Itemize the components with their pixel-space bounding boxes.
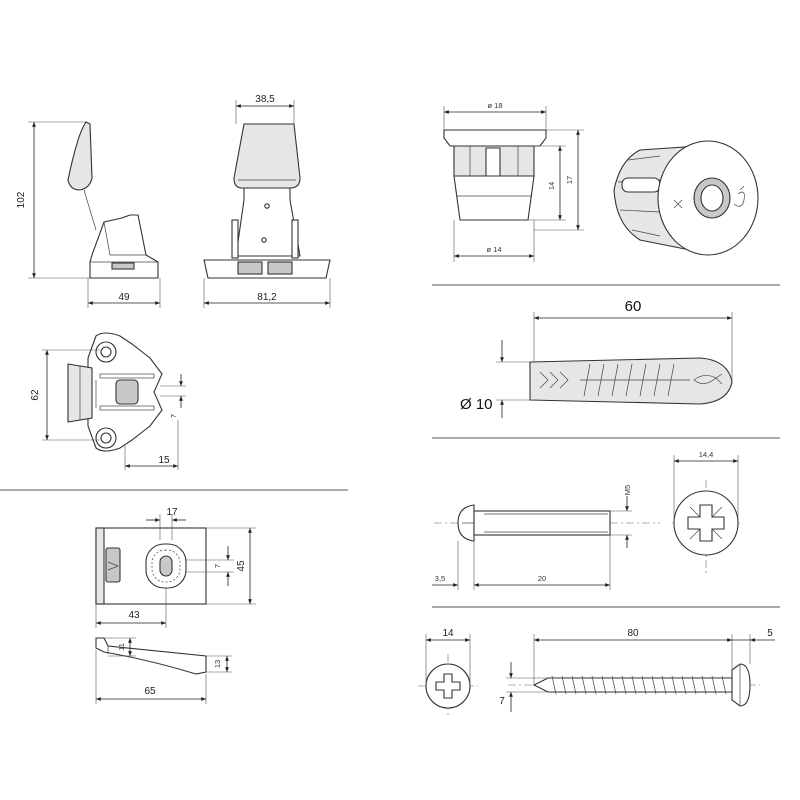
screw-end-phillips-icon [435, 673, 461, 699]
dim-screw-head-len: 5 [767, 628, 773, 639]
dim-cap-inner: ø 14 [486, 245, 501, 254]
cap-iso-view [613, 140, 759, 256]
wedge-outline [95, 637, 207, 675]
dim-leg-base: 49 [118, 292, 130, 303]
bolt-view: M5 3,5 20 14,4 [432, 450, 740, 590]
dim-plate-offset: 43 [128, 610, 140, 621]
screw-threads [551, 675, 727, 695]
dim-screw-head-dia: 14 [442, 628, 454, 639]
cap-body [453, 175, 535, 221]
dim-leg-height: 102 [16, 191, 27, 208]
cap-iso-fish-icon [733, 185, 745, 207]
plate-front-view: 17 45 7 43 [95, 507, 256, 628]
dim-cap-outer: ø 18 [487, 101, 502, 110]
foot-front-column [235, 187, 301, 257]
foot-front-hole [261, 237, 267, 243]
dim-bracket-slot: 7 [169, 414, 178, 418]
plate-slot-serration [151, 549, 181, 583]
dim-leg-full: 81,2 [257, 292, 277, 303]
screw-head [731, 663, 751, 707]
dim-bolt-head-dia: 14,4 [699, 450, 714, 459]
dim-bolt-length: 20 [538, 574, 546, 583]
dim-cap-body: 14 [547, 182, 556, 190]
foot-front-view: 38,5 81,2 [203, 94, 331, 308]
dim-leg-top: 38,5 [255, 94, 275, 105]
foot-front-base [203, 259, 331, 279]
foot-side-cap [67, 121, 93, 191]
bolt-end-pozi-marks [689, 506, 723, 540]
plate-logo-mark [107, 561, 119, 571]
foot-front-right-flange [291, 219, 299, 259]
dim-bolt-head-len: 3,5 [435, 574, 445, 583]
foot-side-slot [111, 262, 135, 270]
dowel-body [529, 357, 733, 405]
cap-iso-hole-inner [700, 184, 724, 212]
dowel-chevrons [539, 371, 569, 389]
plate-edge [95, 527, 105, 605]
dim-dowel-length: 60 [625, 298, 642, 315]
foot-side-rod [83, 189, 97, 231]
cap-iso-clip [621, 177, 661, 193]
dim-wedge-end: 13 [213, 660, 222, 668]
bolt-shank [473, 510, 611, 536]
foot-side-view: 102 49 [16, 121, 161, 308]
dim-plate-height: 45 [236, 560, 247, 572]
dim-bracket-offset: 15 [158, 455, 170, 466]
cap-flange [443, 129, 547, 147]
dowel-view: 60 Ø 10 [460, 298, 733, 418]
plate-slot-inner [159, 555, 173, 577]
screw-view: 14 80 5 7 [418, 628, 775, 718]
section-separators [0, 284, 780, 608]
dim-screw-length: 80 [627, 628, 639, 639]
foot-front-hole [264, 203, 270, 209]
cap-iso-rib [631, 229, 661, 237]
foot-front-left-flange [231, 219, 239, 259]
dim-bracket-height: 62 [30, 389, 41, 401]
dowel-fish-icon [693, 373, 723, 385]
bracket-hole-top-inner [100, 346, 112, 358]
bracket-rail [99, 405, 155, 411]
dim-plate-slot-width: 17 [166, 507, 178, 518]
dim-wedge-thick: 11 [117, 643, 126, 651]
bracket-center-slot [115, 379, 139, 405]
foot-front-slot [237, 261, 263, 275]
bracket-hole-bottom-inner [100, 432, 112, 444]
plate-logo [105, 547, 121, 583]
wedge-side-view: 11 13 65 [95, 637, 232, 704]
foot-front-slot [267, 261, 293, 275]
dim-wedge-length: 65 [144, 686, 156, 697]
bracket-top-view: 62 7 15 [30, 332, 186, 470]
cap-iso-cross-icon [673, 199, 683, 209]
dim-screw-dia: 7 [499, 696, 505, 707]
foot-side-base-edge [103, 221, 146, 256]
cap-side-view: ø 18 ø 14 14 17 [443, 101, 584, 262]
dim-dowel-dia: Ø 10 [460, 396, 493, 413]
dim-bolt-thread: M5 [623, 485, 632, 495]
bracket-rail [99, 373, 155, 379]
foot-front-cap [233, 123, 301, 189]
dim-cap-total: 17 [565, 176, 574, 184]
cap-iso-rib [619, 209, 661, 213]
dim-plate-slot-height: 7 [213, 564, 222, 568]
cap-iso-rib [627, 155, 661, 161]
